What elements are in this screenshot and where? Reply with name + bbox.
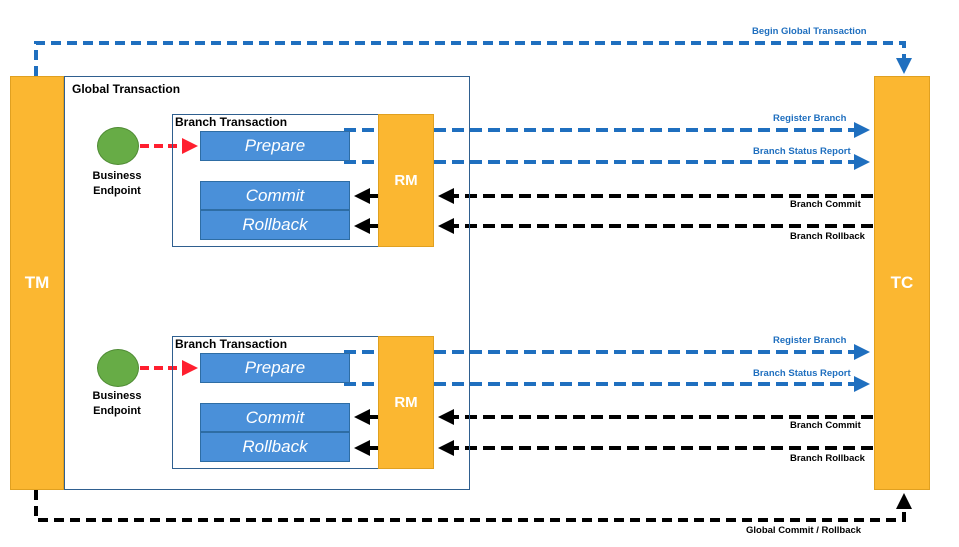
register-branch-label: Register Branch (773, 335, 847, 346)
tm-bar[interactable]: TM (10, 76, 64, 490)
prepare-label: Prepare (244, 358, 306, 377)
branch-status-report-label: Branch Status Report (753, 368, 851, 379)
branch-rollback-label: Branch Rollback (790, 453, 865, 464)
begin-global-transaction-label: Begin Global Transaction (752, 26, 867, 37)
branch-rollback-label: Branch Rollback (790, 231, 865, 242)
business-endpoint-label: Business Endpoint (82, 169, 152, 199)
global-transaction-frame (64, 76, 470, 490)
business-endpoint-line1: Business (92, 170, 142, 182)
global-commit-rollback-arrow (34, 490, 912, 522)
rm-label: RM (394, 394, 418, 411)
branch-transaction-title: Branch Transaction (175, 115, 288, 129)
rm-label: RM (394, 172, 418, 189)
business-endpoint-line1: Business (92, 390, 142, 402)
rm-box[interactable]: RM (378, 114, 434, 247)
business-endpoint-icon (97, 127, 139, 165)
business-endpoint-line2: Endpoint (93, 185, 141, 197)
rm-box[interactable]: RM (378, 336, 434, 469)
commit-label: Commit (245, 185, 305, 205)
branch-commit-label: Branch Commit (790, 420, 861, 431)
branch-transaction-title: Branch Transaction (175, 337, 288, 351)
rollback-label: Rollback (242, 215, 308, 234)
tm-label: TM (24, 273, 50, 292)
prepare-box[interactable]: Prepare (200, 353, 350, 383)
rollback-box[interactable]: Rollback (200, 210, 350, 240)
register-branch-label: Register Branch (773, 113, 847, 124)
rollback-box[interactable]: Rollback (200, 432, 350, 462)
rollback-label: Rollback (242, 437, 308, 456)
global-transaction-title: Global Transaction (72, 82, 181, 96)
tc-label: TC (890, 273, 914, 292)
business-endpoint-line2: Endpoint (93, 405, 141, 417)
commit-box[interactable]: Commit (200, 403, 350, 432)
business-endpoint-icon (97, 349, 139, 387)
tc-bar[interactable]: TC (874, 76, 930, 490)
commit-label: Commit (245, 407, 305, 427)
begin-global-transaction-arrow (34, 41, 912, 76)
prepare-label: Prepare (244, 136, 306, 155)
branch-commit-label: Branch Commit (790, 199, 861, 210)
business-endpoint-label: Business Endpoint (82, 389, 152, 419)
branch-status-report-label: Branch Status Report (753, 146, 851, 157)
global-commit-rollback-label: Global Commit / Rollback (746, 525, 862, 536)
commit-box[interactable]: Commit (200, 181, 350, 210)
prepare-box[interactable]: Prepare (200, 131, 350, 161)
